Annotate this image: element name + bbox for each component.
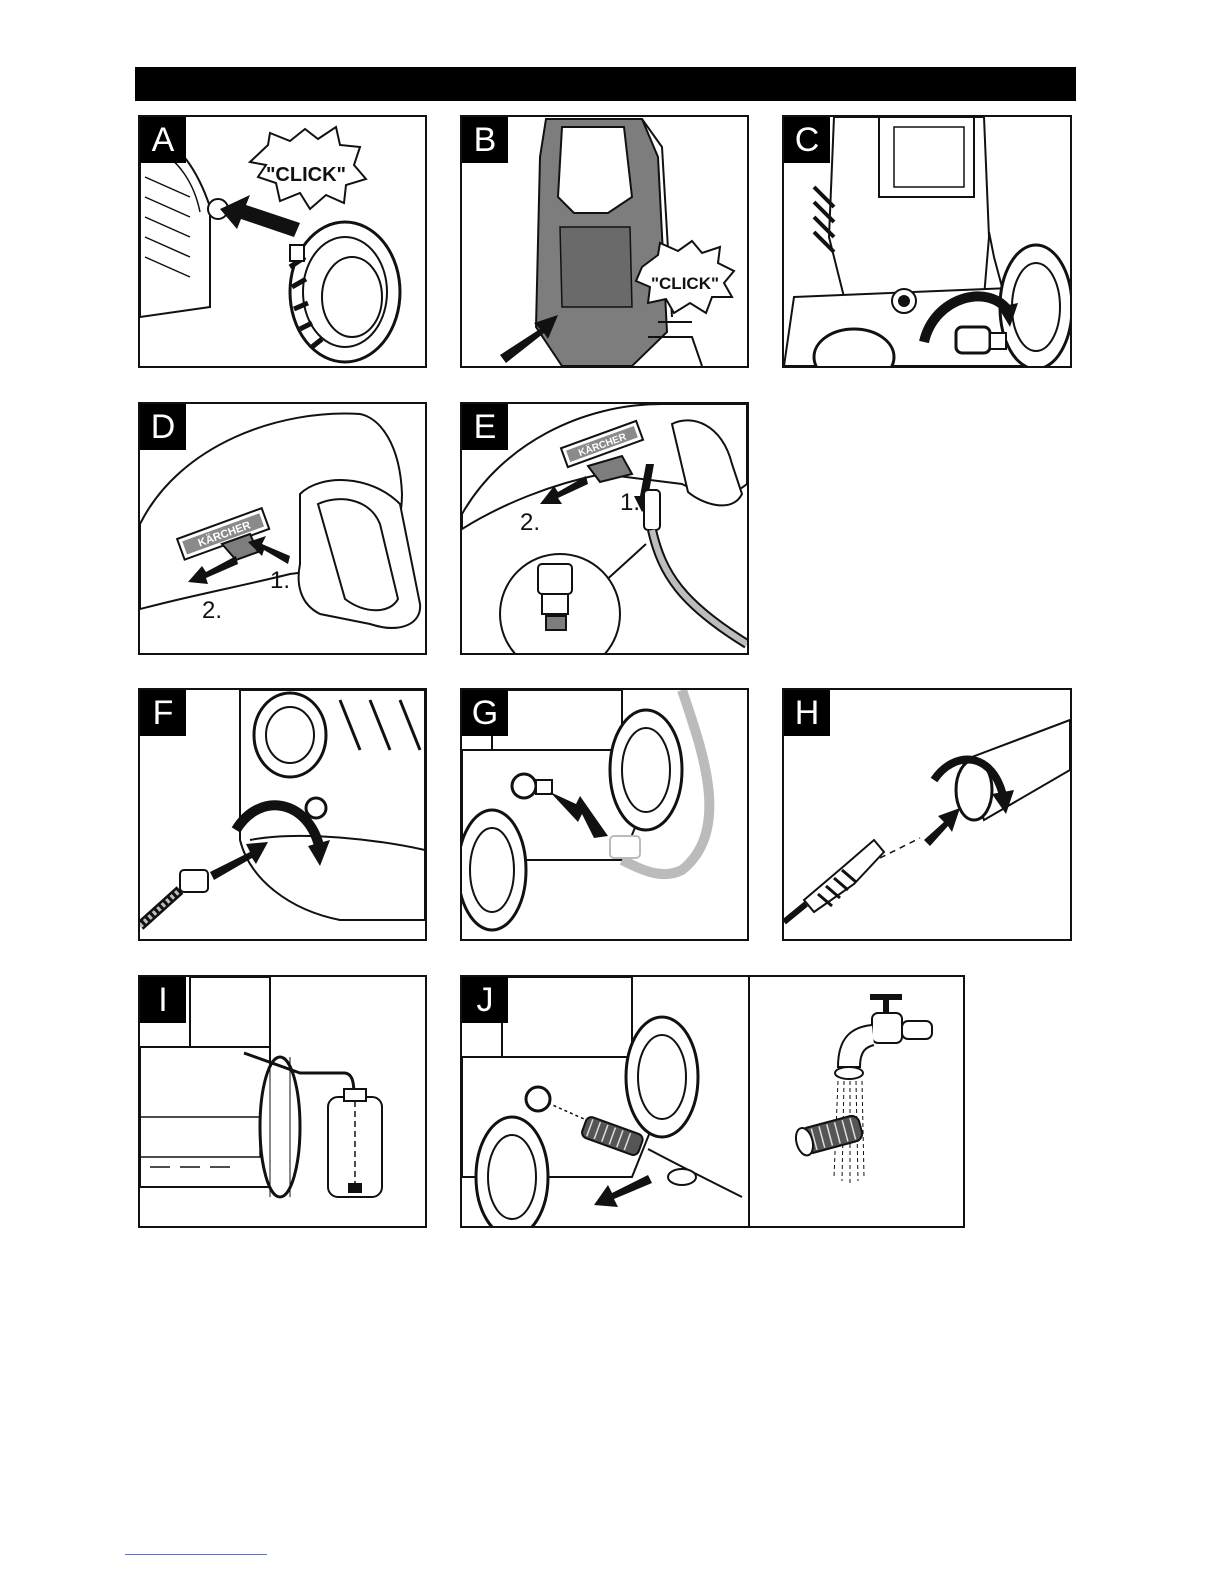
illustration-panel-j: J xyxy=(460,975,965,1228)
illustration-panel-h: H xyxy=(782,688,1072,941)
illustration-panel-b: B "CLICK" xyxy=(460,115,749,368)
panel-label-b: B xyxy=(462,117,508,163)
step-label-d-2: 2. xyxy=(202,597,222,624)
click-label-a: "CLICK" xyxy=(266,164,346,186)
faucet-icon xyxy=(834,997,932,1183)
illustration-panel-i: I xyxy=(138,975,427,1228)
panel-label-j: J xyxy=(462,977,508,1023)
illustration-panel-c: C xyxy=(782,115,1072,368)
panel-label-d: D xyxy=(140,404,186,450)
illustration-panel-d: D KÄRCHER 1. 2. xyxy=(138,402,427,655)
illustration-panel-f: F xyxy=(138,688,427,941)
panel-label-a: A xyxy=(140,117,186,163)
illustration-panel-e: E KÄRCHER 1. 2. xyxy=(460,402,749,655)
illustration-panel-a: A "CLICK" xyxy=(138,115,427,368)
panel-label-g: G xyxy=(462,690,508,736)
click-starburst: "CLICK" xyxy=(250,127,366,209)
step-label-e-1: 1. xyxy=(620,489,640,516)
step-label-d-1: 1. xyxy=(270,567,290,594)
panel-label-h: H xyxy=(784,690,830,736)
section-header-bar xyxy=(135,67,1076,101)
panel-label-f: F xyxy=(140,690,186,736)
panel-label-e: E xyxy=(462,404,508,450)
illustration-panel-g: G xyxy=(460,688,749,941)
step-label-e-2: 2. xyxy=(520,509,540,536)
panel-label-c: C xyxy=(784,117,830,163)
water-filter-clean-illustration xyxy=(462,977,963,1226)
footer-divider xyxy=(125,1554,267,1555)
panel-label-i: I xyxy=(140,977,186,1023)
click-label-b: "CLICK" xyxy=(651,274,719,293)
